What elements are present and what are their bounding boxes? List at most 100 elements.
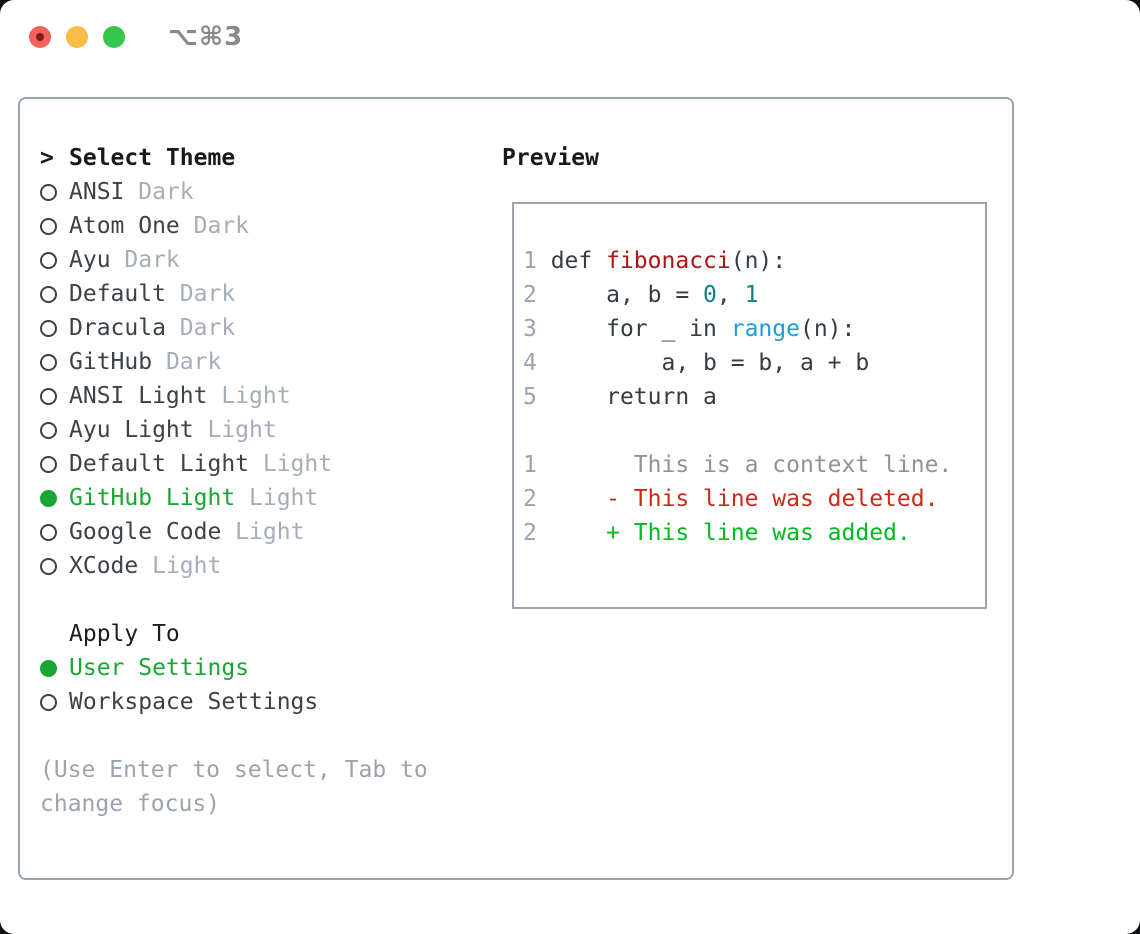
code-segment-code: (n):: [730, 248, 787, 274]
radio-unselected-icon: [40, 421, 69, 439]
minimize-button[interactable]: [66, 26, 88, 48]
code-segment-number: 1: [744, 282, 759, 308]
cursor-chevron-icon: >: [40, 145, 54, 171]
code-preview: 1 def fibonacci(n): 2 a, b = 0, 1 3 for _ …: [514, 204, 985, 550]
theme-name: Atom One: [69, 213, 180, 239]
theme-option-ayu-dark[interactable]: Ayu Dark: [40, 243, 490, 277]
theme-option-ayu-light-light[interactable]: Ayu Light Light: [40, 413, 490, 447]
radio-selected-icon: [40, 489, 69, 507]
theme-option-atom-one-dark[interactable]: Atom One Dark: [40, 209, 490, 243]
theme-name: GitHub: [69, 349, 153, 375]
window-title: ⌥⌘3: [168, 22, 244, 52]
hint-line: (Use Enter to select, Tab to: [40, 757, 428, 783]
radio-unselected-icon: [40, 523, 69, 541]
theme-name: XCode: [69, 553, 139, 579]
theme-option-google-code-light[interactable]: Google Code Light: [40, 515, 490, 549]
theme-name: Google Code: [69, 519, 222, 545]
line-number: 2: [523, 486, 537, 512]
theme-variant-badge: Dark: [124, 179, 194, 205]
line-number: 2: [523, 282, 537, 308]
code-segment-function: fibonacci: [606, 248, 731, 274]
code-line: 2 + This line was added.: [523, 516, 985, 550]
theme-option-default-dark[interactable]: Default Dark: [40, 277, 490, 311]
code-line: 5 return a: [523, 380, 985, 414]
code-segment-deleted: - This line was deleted.: [536, 486, 939, 512]
theme-name: Ayu: [69, 247, 111, 273]
apply-option-user-settings[interactable]: User Settings: [40, 651, 490, 685]
hint-text: (Use Enter to select, Tab to change focus…: [40, 753, 490, 821]
theme-option-ansi-light-light[interactable]: ANSI Light Light: [40, 379, 490, 413]
apply-option-workspace-settings[interactable]: Workspace Settings: [40, 685, 490, 719]
code-segment-builtin: range: [730, 316, 800, 342]
code-segment-code: a, b = b, a + b: [536, 350, 870, 376]
radio-unselected-icon: [40, 183, 69, 201]
code-line: 2 - This line was deleted.: [523, 482, 985, 516]
theme-option-ansi-dark[interactable]: ANSI Dark: [40, 175, 490, 209]
theme-option-default-light-light[interactable]: Default Light Light: [40, 447, 490, 481]
theme-name: Ayu Light: [69, 417, 194, 443]
theme-variant-badge: Light: [221, 519, 305, 545]
line-number: 3: [523, 316, 537, 342]
zoom-button[interactable]: [103, 26, 125, 48]
theme-option-github-dark[interactable]: GitHub Dark: [40, 345, 490, 379]
radio-unselected-icon: [40, 387, 69, 405]
theme-option-xcode-light[interactable]: XCode Light: [40, 549, 490, 583]
radio-unselected-icon: [40, 319, 69, 337]
hint-line: change focus): [40, 791, 221, 817]
select-theme-header: > Select Theme: [40, 141, 490, 175]
select-theme-label: Select Theme: [69, 145, 236, 171]
radio-unselected-icon: [40, 217, 69, 235]
radio-selected-icon: [40, 659, 69, 677]
code-segment-code: return a: [536, 384, 717, 410]
code-line: 4 a, b = b, a + b: [523, 346, 985, 380]
close-button[interactable]: [29, 26, 51, 48]
apply-option-label: User Settings: [69, 655, 250, 681]
theme-variant-badge: Dark: [165, 281, 236, 307]
apply-to-header: Apply To: [40, 617, 490, 651]
preview-box: 1 def fibonacci(n): 2 a, b = 0, 1 3 for _ …: [512, 202, 987, 609]
theme-variant-badge: Dark: [152, 349, 222, 375]
line-number: 1: [523, 248, 537, 274]
theme-variant-badge: Light: [207, 383, 291, 409]
line-number: 1: [523, 452, 537, 478]
theme-option-dracula-dark[interactable]: Dracula Dark: [40, 311, 490, 345]
theme-name: Default Light: [69, 451, 250, 477]
radio-unselected-icon: [40, 455, 69, 473]
theme-name: Default: [69, 281, 166, 307]
radio-unselected-icon: [40, 251, 69, 269]
theme-variant-badge: Light: [249, 451, 333, 477]
code-line: [523, 414, 985, 448]
code-segment-context: This is a context line.: [536, 452, 953, 478]
code-segment-code: ,: [716, 282, 745, 308]
code-segment-code: def: [536, 248, 607, 274]
line-number: 4: [523, 350, 537, 376]
code-segment-code: for _ in: [536, 316, 731, 342]
theme-variant-badge: Dark: [165, 315, 236, 341]
theme-variant-badge: Dark: [179, 213, 250, 239]
code-line: 2 a, b = 0, 1: [523, 278, 985, 312]
theme-variant-badge: Light: [138, 553, 222, 579]
theme-name: ANSI Light: [69, 383, 208, 409]
preview-title: Preview: [502, 145, 599, 171]
title-bar: ⌥⌘3: [0, 0, 1140, 75]
line-number: 2: [523, 520, 537, 546]
apply-option-label: Workspace Settings: [69, 689, 319, 715]
theme-variant-badge: Light: [235, 485, 319, 511]
theme-name: GitHub Light: [69, 485, 236, 511]
radio-unselected-icon: [40, 557, 69, 575]
line-number: 5: [523, 384, 537, 410]
theme-name: Dracula: [69, 315, 166, 341]
code-segment-number: 0: [703, 282, 717, 308]
theme-variant-badge: Dark: [110, 247, 180, 273]
code-line: 1 This is a context line.: [523, 448, 985, 482]
theme-option-github-light-light[interactable]: GitHub Light Light: [40, 481, 490, 515]
radio-unselected-icon: [40, 285, 69, 303]
theme-variant-badge: Light: [193, 417, 277, 443]
code-segment-code: a, b =: [536, 282, 704, 308]
theme-name: ANSI: [69, 179, 125, 205]
radio-unselected-icon: [40, 693, 69, 711]
spacer: [40, 719, 490, 753]
